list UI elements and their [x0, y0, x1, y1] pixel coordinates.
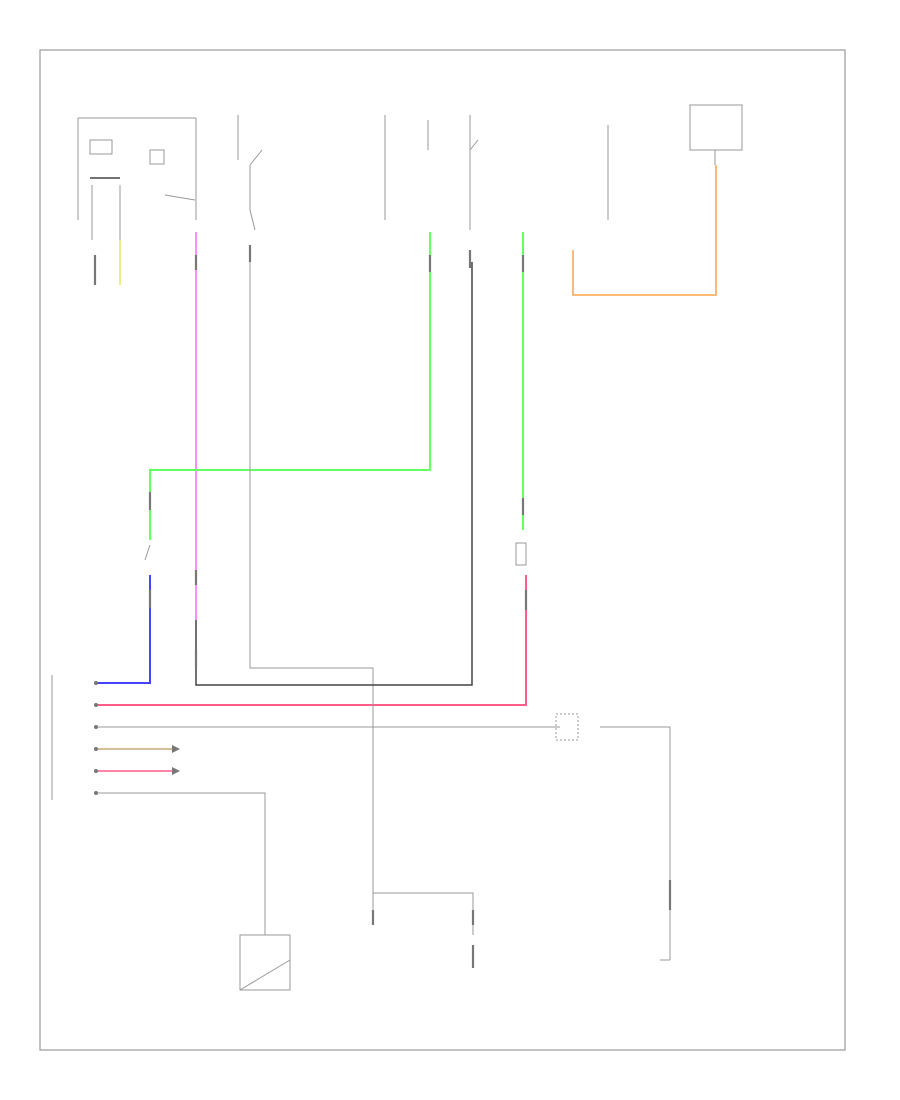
- diagram-frame: [39, 49, 846, 1051]
- wire-gray-5: [373, 892, 474, 935]
- fuse-left: [237, 115, 263, 262]
- wire-orange: [572, 165, 717, 296]
- wire-blue: [96, 575, 151, 684]
- switch-right: [515, 542, 527, 566]
- main-connector: [51, 675, 98, 800]
- bottom-module-left: [239, 934, 291, 991]
- wire-gray-3: [600, 726, 671, 960]
- fuse-right: [607, 104, 743, 220]
- relay-block: [77, 117, 197, 285]
- switch-left: [144, 544, 151, 561]
- wire-green-1: [149, 232, 431, 540]
- arrow-head-2: [172, 767, 180, 775]
- wire-gray: [249, 262, 374, 910]
- wire-gray-4: [96, 792, 266, 935]
- fuse-middle: [384, 115, 479, 268]
- arrow-head-1: [172, 745, 180, 753]
- wire-red: [96, 575, 527, 706]
- connector-stubs: [148, 255, 672, 968]
